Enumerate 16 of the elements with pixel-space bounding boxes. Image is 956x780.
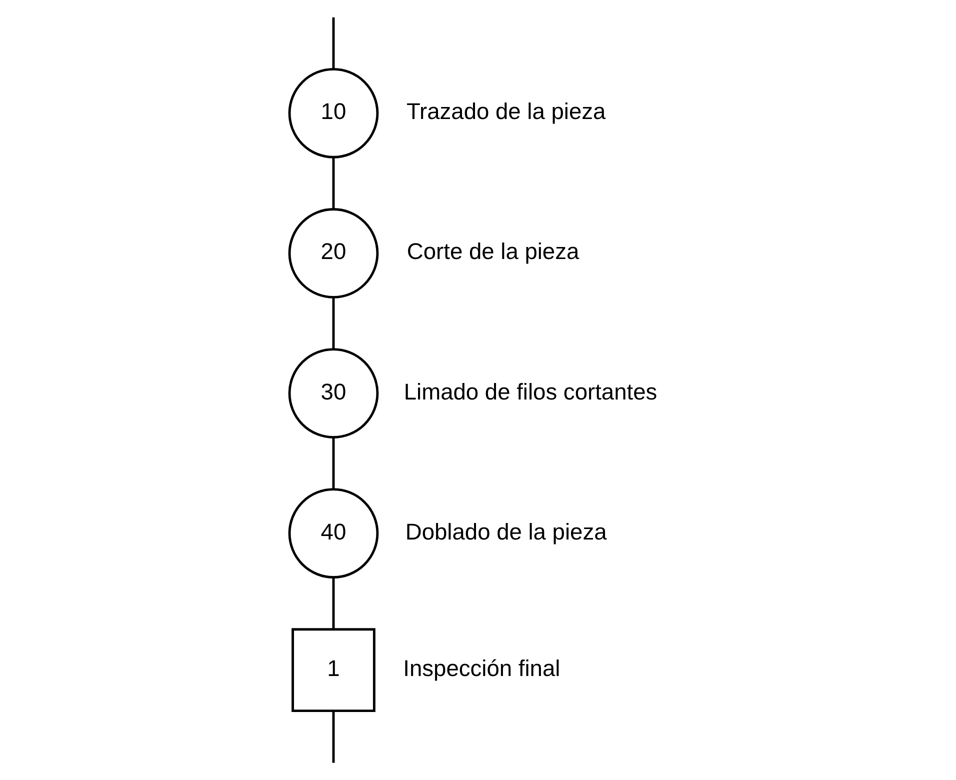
node-circle: 40	[288, 488, 379, 578]
connector	[332, 437, 335, 490]
connector	[332, 157, 335, 210]
connector	[332, 578, 335, 630]
node-circle: 10	[288, 68, 379, 158]
node-label: Doblado de la pieza	[405, 518, 607, 544]
connector	[332, 710, 335, 763]
node-label: Trazado de la pieza	[406, 98, 606, 124]
node-label: Inspección final	[403, 655, 560, 682]
node-label: Limado de filos cortantes	[404, 378, 658, 404]
node-circle: 30	[288, 348, 379, 438]
connector	[332, 17, 335, 69]
node-label: Corte de la pieza	[406, 238, 580, 264]
connector	[332, 297, 335, 350]
node-circle: 20	[288, 208, 379, 298]
node-box: 1	[292, 628, 376, 712]
